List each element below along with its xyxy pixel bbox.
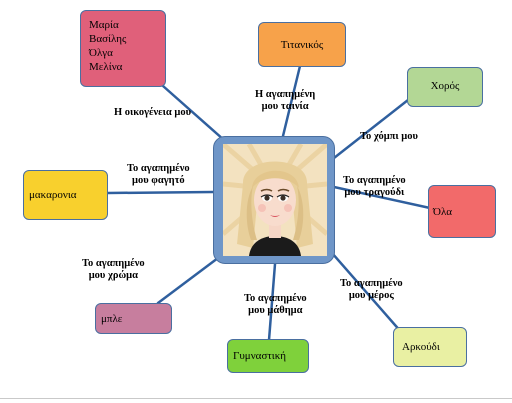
dance-text: Χορός bbox=[430, 80, 460, 92]
food-node: μακαρονια bbox=[23, 170, 108, 220]
subject-node: Γυμναστική bbox=[227, 339, 309, 373]
family-member-1: Μαρία bbox=[89, 19, 119, 31]
song-node: Όλα bbox=[428, 185, 496, 238]
movie-text: Τιτανικός bbox=[280, 38, 324, 51]
food-text: μακαρονια bbox=[29, 189, 77, 201]
color-text: μπλε bbox=[101, 312, 123, 325]
label-hobby: Το χόμπι μου bbox=[360, 131, 418, 142]
family-member-2: Βασίλης bbox=[89, 33, 127, 45]
movie-node: Τιτανικός bbox=[258, 22, 346, 67]
song-text: Όλα bbox=[433, 205, 453, 218]
link-color bbox=[156, 256, 220, 305]
family-member-3: Όλγα bbox=[89, 47, 113, 59]
bottom-divider bbox=[0, 398, 512, 399]
link-hobby bbox=[332, 98, 410, 160]
place-node: Αρκούδι bbox=[393, 327, 467, 367]
family-node: Μαρία Βασίλης Όλγα Μελίνα bbox=[80, 10, 166, 87]
link-food bbox=[106, 190, 215, 195]
label-family: Η οικογένεια μου bbox=[114, 107, 192, 118]
place-text: Αρκούδι bbox=[402, 341, 440, 353]
link-family bbox=[161, 84, 226, 142]
center-node bbox=[213, 136, 335, 264]
link-movie bbox=[281, 64, 302, 138]
dance-node: Χορός bbox=[407, 67, 483, 107]
avatar-portrait bbox=[223, 144, 327, 256]
link-song bbox=[332, 185, 432, 210]
color-node: μπλε bbox=[95, 303, 172, 334]
link-place bbox=[330, 251, 404, 335]
link-subject bbox=[267, 262, 277, 342]
family-member-4: Μελίνα bbox=[89, 61, 123, 73]
subject-text: Γυμναστική bbox=[233, 350, 287, 362]
